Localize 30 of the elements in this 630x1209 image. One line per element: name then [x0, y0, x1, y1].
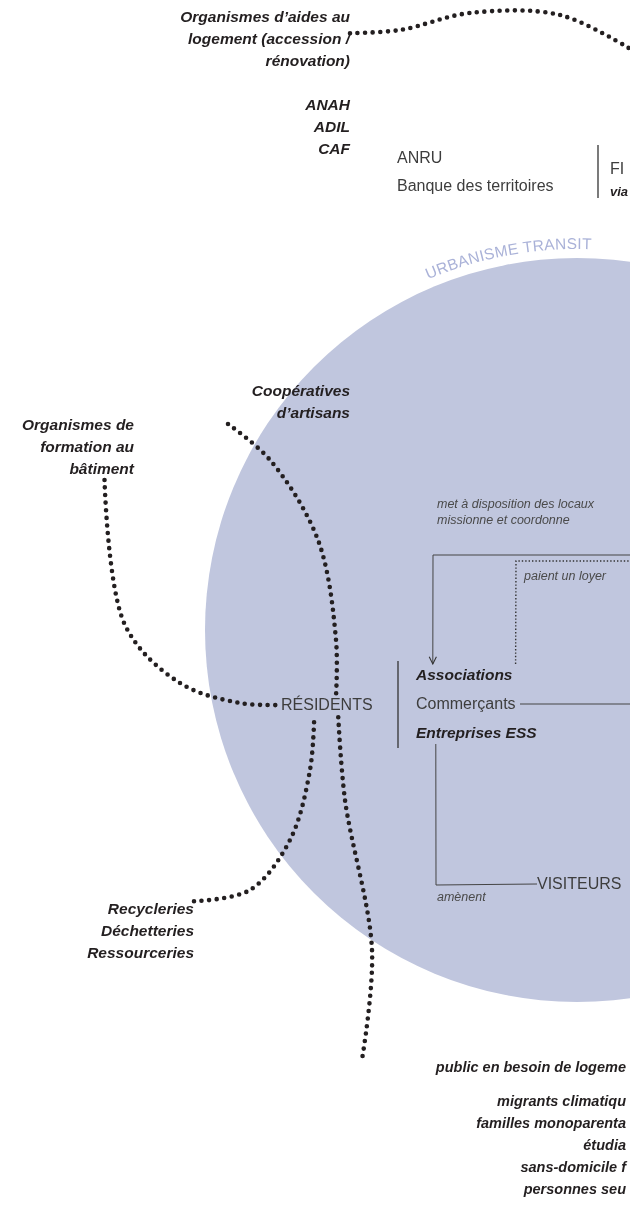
text-label: via — [610, 183, 629, 201]
list-item: familles monoparenta — [476, 1114, 626, 1133]
list-item: ADIL — [313, 117, 350, 137]
dotted-connector — [335, 713, 375, 1059]
actor-label: Coopératives d’artisans — [250, 381, 350, 423]
list-item: sans-domicile f — [520, 1158, 626, 1177]
actor-label: Organismes de formation au bâtiment — [21, 415, 134, 479]
connector-line — [519, 703, 630, 705]
connector-line — [435, 743, 538, 886]
list-item: personnes seu — [523, 1180, 626, 1199]
dotted-connector — [514, 560, 630, 665]
text-label: Banque des territoires — [397, 176, 554, 196]
actor-label: VISITEURS — [537, 874, 622, 894]
list-item: migrants climatiqu — [497, 1092, 626, 1111]
list-item: Ressourceries — [87, 943, 194, 963]
text-label: FI — [610, 159, 625, 179]
dotted-connector — [225, 421, 340, 697]
dotted-connector — [347, 8, 630, 53]
list-item: Recycleries — [107, 899, 194, 919]
actor-label: Associations — [416, 665, 513, 685]
actor-label: Entreprises ESS — [416, 723, 537, 743]
actor-label: RÉSIDENTS — [281, 694, 373, 715]
actor-label: Commerçants — [416, 694, 516, 714]
list-item: CAF — [318, 139, 350, 159]
list-item: étudia — [583, 1136, 626, 1155]
list-item: ANAH — [305, 95, 350, 115]
text-label: ANRU — [397, 148, 443, 168]
list-item: Déchetteries — [100, 921, 194, 941]
heading-text: public en besoin de logeme — [435, 1058, 626, 1077]
arrow — [428, 554, 630, 665]
